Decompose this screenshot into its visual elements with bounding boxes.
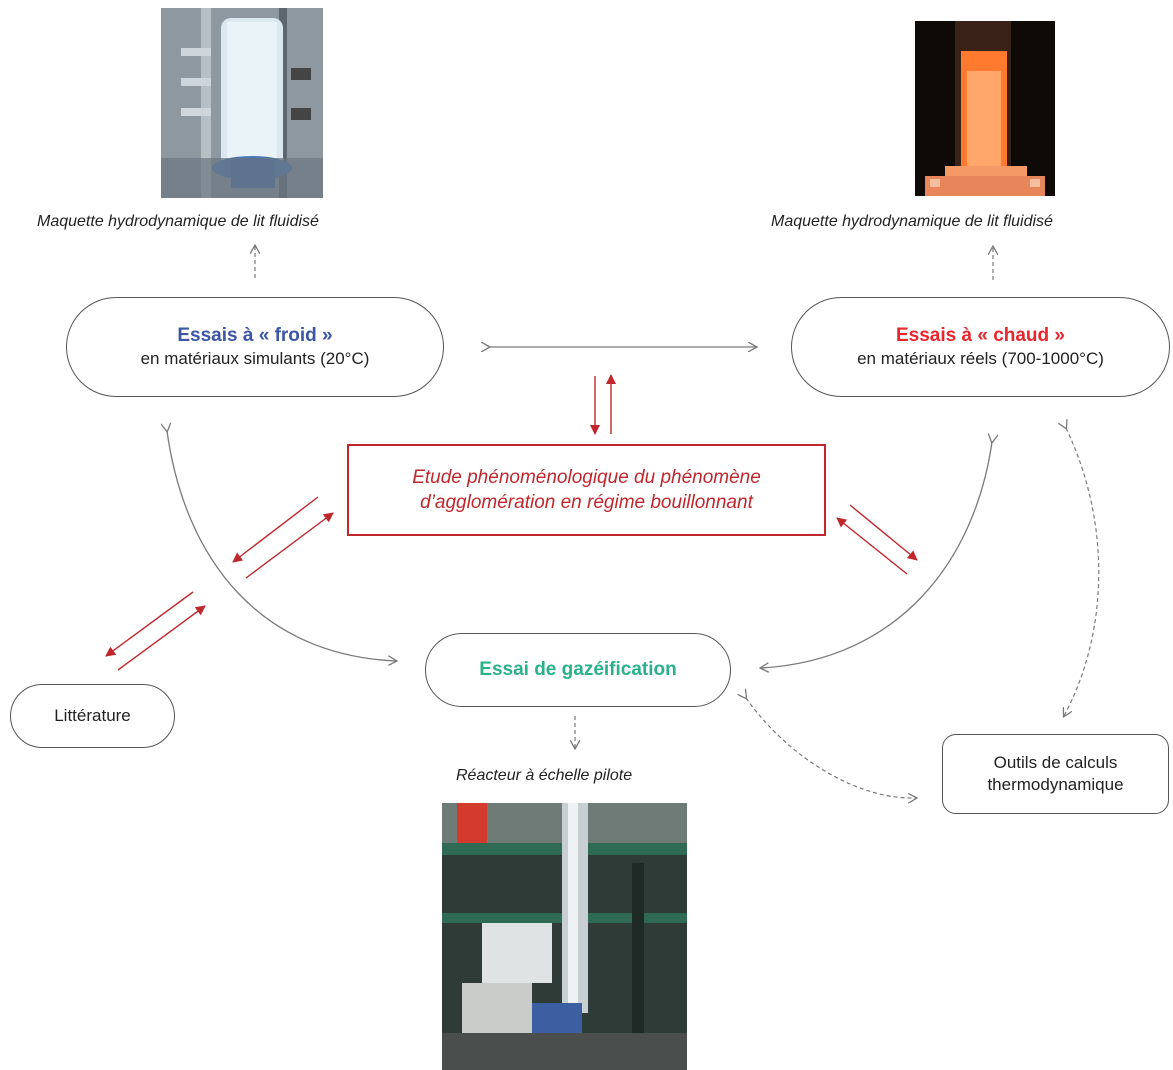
red-arrow-central-to-right [849,504,918,561]
hot-model-photo [915,21,1055,196]
central-study-box: Etude phénoménologique du phénomène d’ag… [347,444,826,536]
thermo-tools-line1: Outils de calculs [993,753,1118,772]
red-arrow-central-to-left [232,496,319,563]
cold-tests-title: Essais à « froid » [177,325,333,346]
hot-tests-subtitle: en matériaux réels (700-1000°C) [857,349,1104,368]
red-arrow-curve-to-literature [105,591,194,657]
cold-model-caption: Maquette hydrodynamique de lit fluidisé [37,213,319,230]
thermo-tools-line2: thermodynamique [987,775,1124,794]
gasification-title: Essai de gazéification [479,659,677,680]
red-arrow-right-to-central [836,517,908,575]
thermo-tools-node: Outils de calculs thermodynamique [942,734,1169,814]
central-study-line2: d’agglomération en régime bouillonnant [420,492,753,513]
curve-hot-gasification [761,442,992,668]
red-arrow-literature-to-curve [117,605,206,671]
pilot-reactor-photo [442,803,687,1070]
gasification-node: Essai de gazéification [425,633,731,707]
hot-model-caption: Maquette hydrodynamique de lit fluidisé [771,213,1053,230]
literature-node: Littérature [10,684,175,748]
pilot-caption: Réacteur à échelle pilote [456,767,633,784]
literature-label: Littérature [54,706,131,725]
dashed-gasification-thermo [746,698,916,798]
dashed-hot-thermo [1064,428,1100,716]
cold-tests-node: Essais à « froid » en matériaux simulant… [66,297,444,397]
red-arrow-left-to-central [245,512,334,579]
cold-tests-subtitle: en matériaux simulants (20°C) [140,349,370,368]
hot-tests-node: Essais à « chaud » en matériaux réels (7… [791,297,1170,397]
central-study-line1: Etude phénoménologique du phénomène [412,467,761,488]
cold-model-photo [161,8,323,198]
curve-cold-gasification [167,431,396,661]
hot-tests-title: Essais à « chaud » [896,325,1065,346]
